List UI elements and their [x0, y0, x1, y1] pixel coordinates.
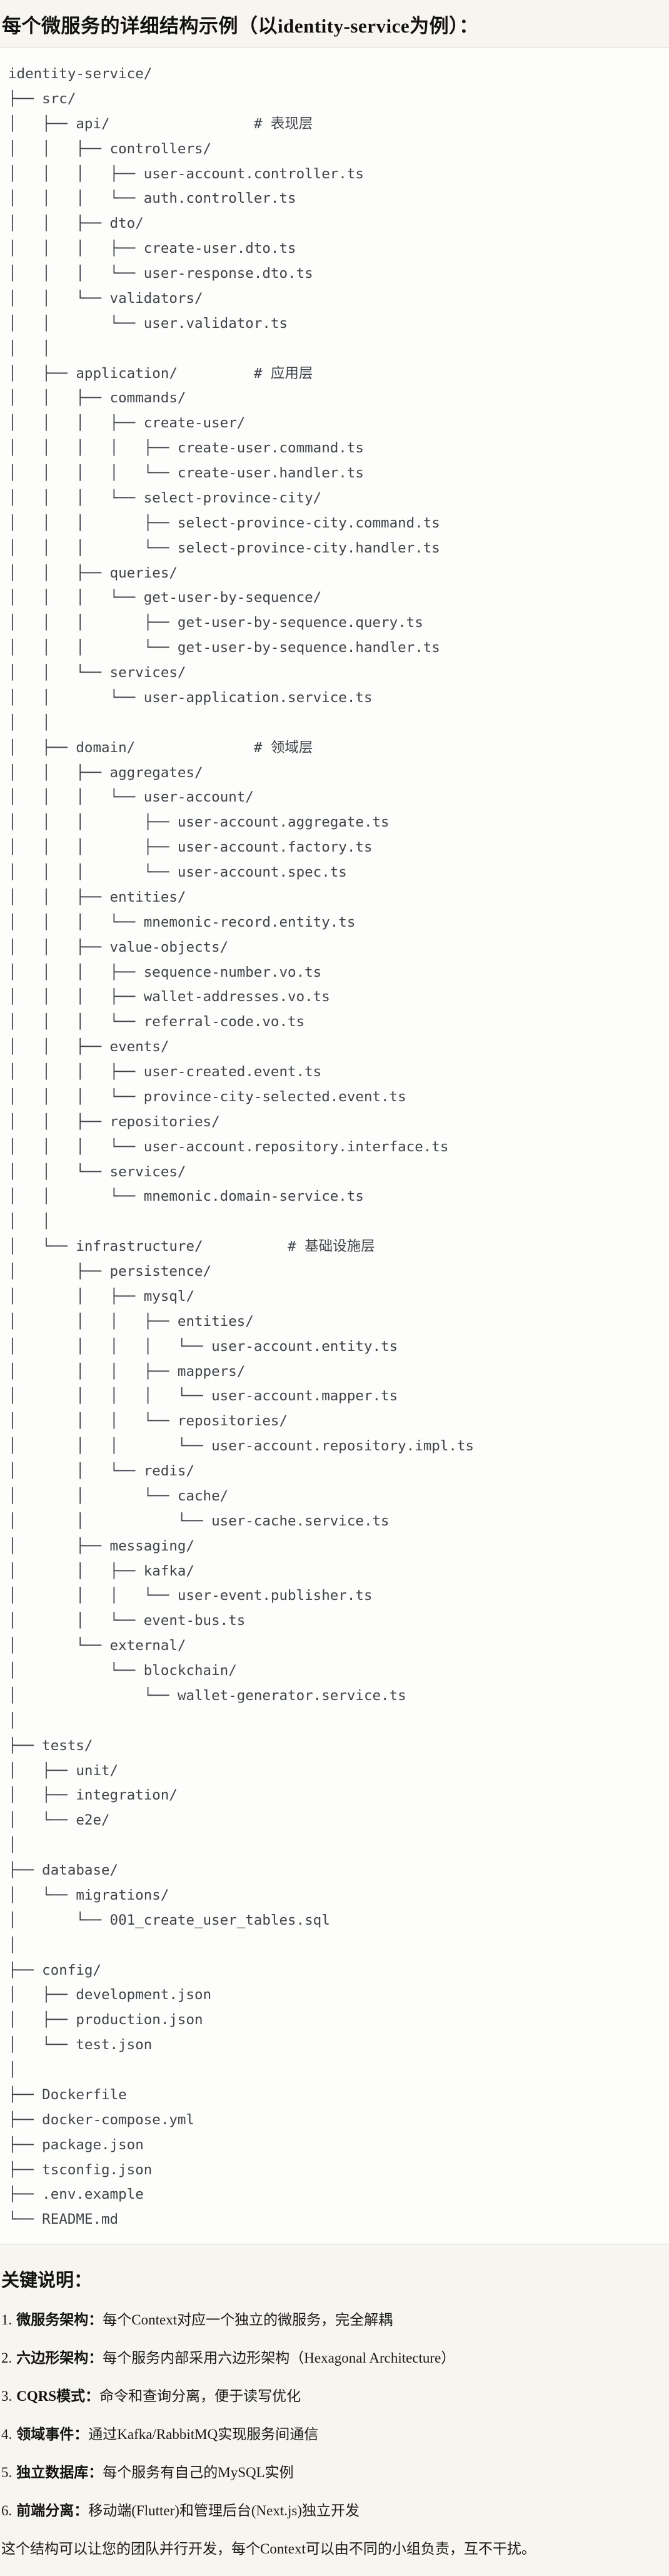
- note-label: 独立数据库：: [16, 2465, 103, 2481]
- notes-heading: 关键说明：: [1, 2271, 93, 2291]
- notes-section: 关键说明： 1.微服务架构：每个Context对应一个独立的微服务，完全解耦 2…: [0, 2266, 669, 2558]
- note-number: 2.: [1, 2350, 13, 2366]
- note-item: 4.领域事件：通过Kafka/RabbitMQ实现服务间通信: [1, 2425, 664, 2444]
- note-label: 六边形架构：: [16, 2350, 103, 2366]
- note-text: 每个服务有自己的MySQL实例: [103, 2465, 294, 2481]
- note-text: 移动端(Flutter)和管理后台(Next.js)独立开发: [88, 2503, 360, 2519]
- note-label: 领域事件：: [16, 2426, 89, 2443]
- note-text: 命令和查询分离，便于读写优化: [99, 2388, 301, 2405]
- note-item: 5.独立数据库：每个服务有自己的MySQL实例: [1, 2463, 664, 2482]
- note-label: CQRS模式：: [16, 2388, 100, 2405]
- note-number: 3.: [1, 2388, 13, 2405]
- note-item: 2.六边形架构：每个服务内部采用六边形架构（Hexagonal Architec…: [1, 2349, 664, 2368]
- page-header: 每个微服务的详细结构示例（以identity-service为例）：: [0, 0, 669, 48]
- closing-paragraph: 这个结构可以让您的团队并行开发，每个Context可以由不同的小组负责，互不干扰…: [1, 2541, 536, 2557]
- note-number: 6.: [1, 2503, 13, 2519]
- note-text: 通过Kafka/RabbitMQ实现服务间通信: [88, 2426, 319, 2443]
- note-label: 微服务架构：: [16, 2312, 103, 2328]
- directory-tree-code-block: identity-service/ ├── src/ │ ├── api/ # …: [0, 48, 669, 2245]
- note-number: 1.: [1, 2312, 13, 2328]
- note-number: 5.: [1, 2465, 13, 2481]
- page-title: 每个微服务的详细结构示例（以identity-service为例）：: [2, 14, 479, 37]
- note-item: 6.前端分离：移动端(Flutter)和管理后台(Next.js)独立开发: [1, 2502, 664, 2520]
- note-text: 每个服务内部采用六边形架构（Hexagonal Architecture）: [103, 2350, 456, 2366]
- note-number: 4.: [1, 2426, 13, 2443]
- note-item: 3.CQRS模式：命令和查询分离，便于读写优化: [1, 2387, 664, 2406]
- note-text: 每个Context对应一个独立的微服务，完全解耦: [103, 2312, 393, 2328]
- note-label: 前端分离：: [16, 2503, 89, 2519]
- note-item: 1.微服务架构：每个Context对应一个独立的微服务，完全解耦: [1, 2311, 664, 2329]
